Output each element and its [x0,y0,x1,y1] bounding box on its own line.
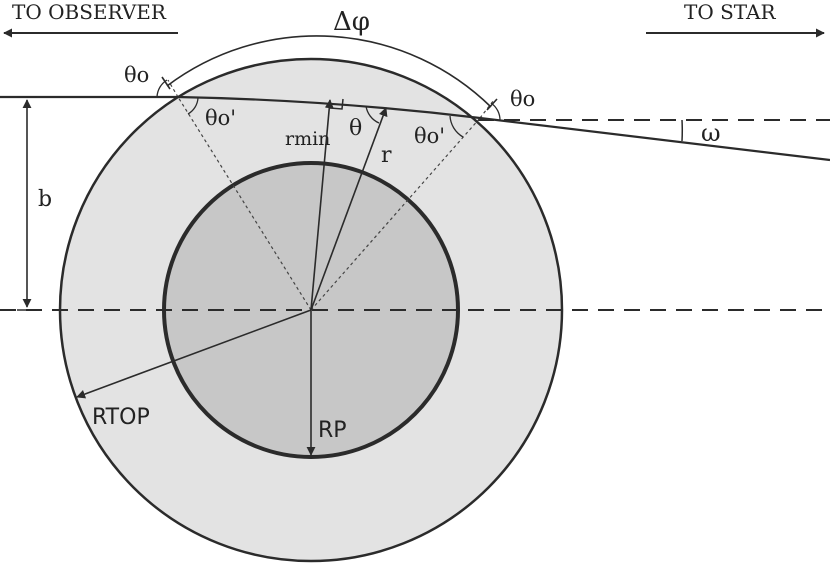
r-label: r [381,143,392,168]
dotted-radius-right [310,117,481,311]
delta-phi-bracket-end-left [161,76,171,90]
theta-o-left-arc [156,79,168,98]
r-arrow [310,107,388,311]
r-top-arrow [76,309,312,399]
right-angle-marker [329,98,344,110]
theta-label: θ [349,116,362,141]
omega-label: ω [701,119,721,147]
r-min-arrow [310,99,334,311]
delta-phi-label: Δφ [333,7,370,37]
to-star-label: TO STAR [684,0,776,24]
r-top-label: RTOP [92,405,150,430]
theta-o-right-label: θo [510,87,535,111]
delta-phi-bracket [166,35,492,108]
theta-arc [365,105,380,124]
theta-o-prime-left-arc [187,97,199,115]
r-min-label: rmin [285,128,330,150]
r-p-label: RP [318,418,347,443]
to-observer-label: TO OBSERVER [12,0,167,24]
theta-o-right-arc [490,102,501,122]
theta-o-prime-left-label: θo' [205,106,236,130]
theta-o-prime-right-arc [449,115,464,138]
b-label: b [38,187,52,212]
theta-o-left-label: θo [124,63,149,87]
theta-o-prime-right-label: θo' [414,124,445,148]
